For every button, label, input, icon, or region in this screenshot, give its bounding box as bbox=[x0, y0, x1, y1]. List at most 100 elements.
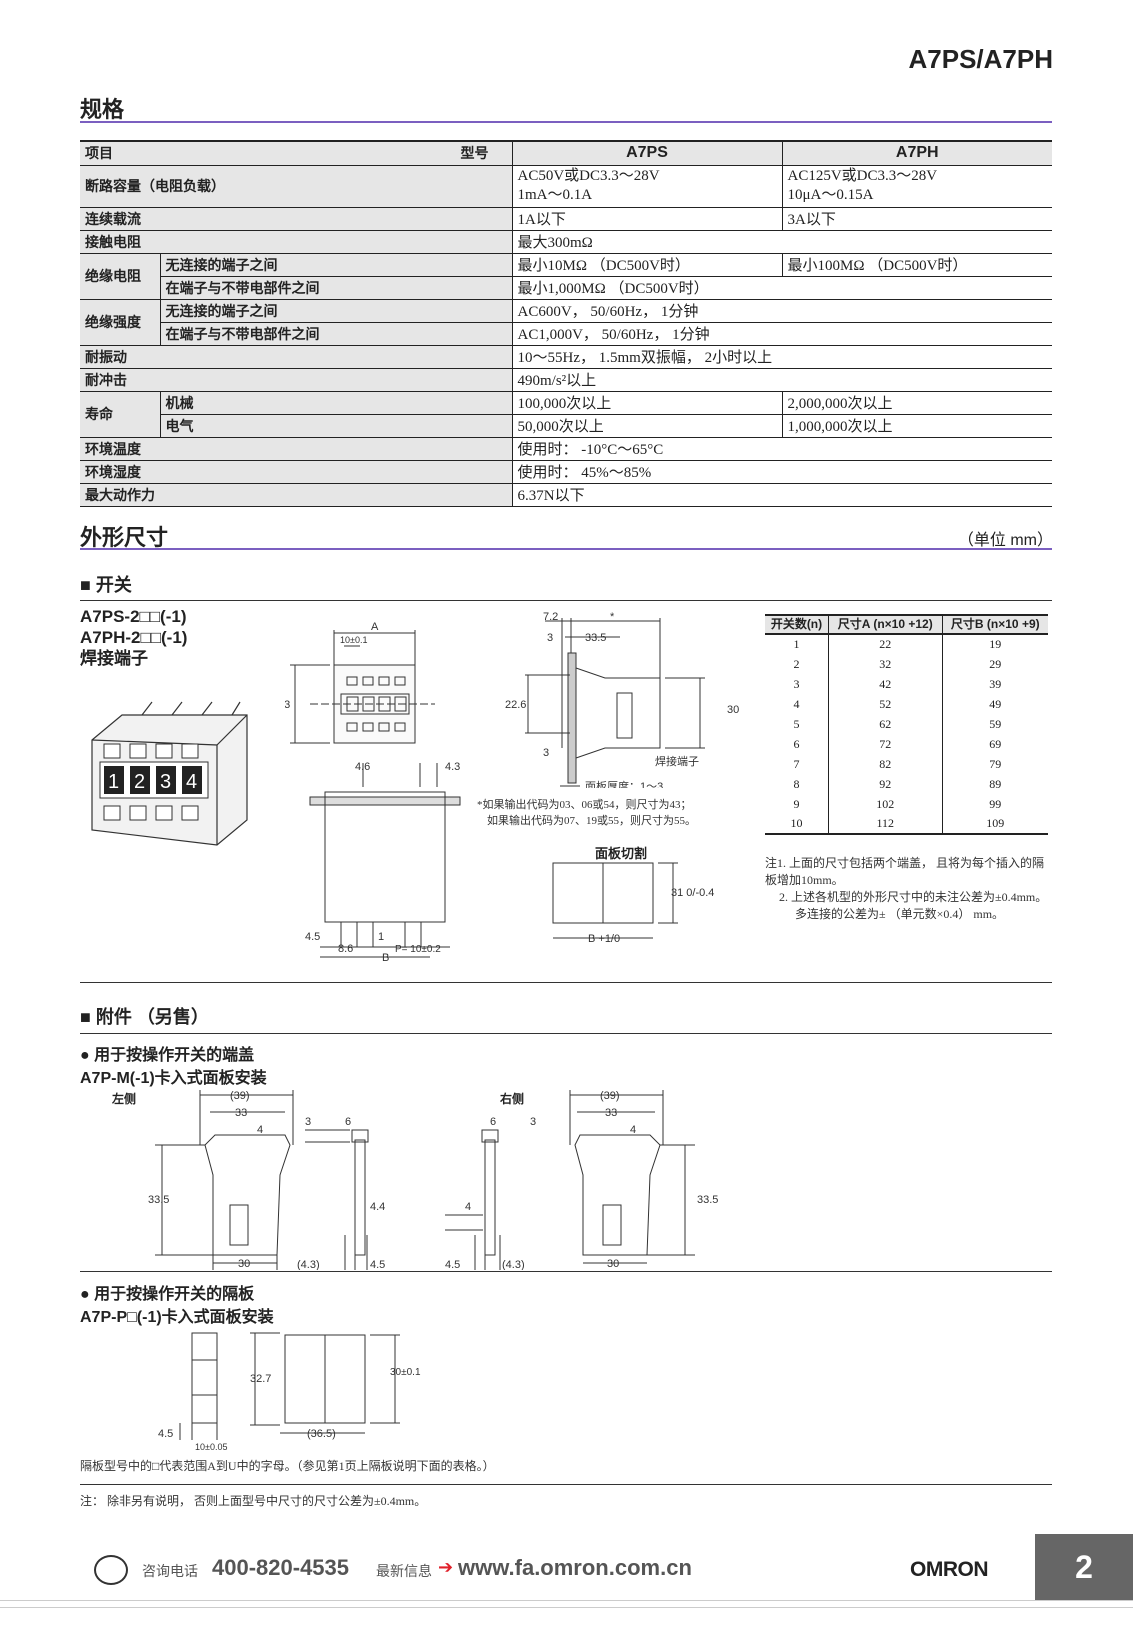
row-sublabel: 无连接的端子之间 bbox=[159, 253, 512, 277]
value: 1mA～0.1A bbox=[517, 187, 593, 203]
value: 1A以下 bbox=[511, 207, 782, 231]
dim-33-5r: 33.5 bbox=[697, 1194, 718, 1206]
col-a7ps: A7PS bbox=[511, 140, 782, 166]
dim-b: B bbox=[382, 952, 389, 962]
row-sublabel: 无连接的端子之间 bbox=[159, 299, 512, 323]
row-label: 接触电阻 bbox=[80, 230, 512, 254]
table-cell: 89 bbox=[941, 774, 1048, 794]
value: 最小1,000MΩ （DC500V时） bbox=[511, 276, 1052, 300]
value: 2,000,000次以上 bbox=[781, 391, 1052, 415]
dim-6r: 6 bbox=[490, 1116, 496, 1128]
divider bbox=[80, 1033, 1052, 1034]
table-cell: 49 bbox=[941, 694, 1048, 714]
row-sublabel: 机械 bbox=[159, 391, 512, 415]
table-cell: 39 bbox=[941, 674, 1048, 694]
value: 100,000次以上 bbox=[511, 391, 782, 415]
col-a7ph: A7PH bbox=[781, 140, 1052, 166]
value: AC125V或DC3.3～28V bbox=[787, 168, 938, 184]
value: 最大300mΩ bbox=[511, 230, 1052, 254]
footer-line bbox=[0, 1600, 1133, 1601]
table-cell: 92 bbox=[827, 774, 943, 794]
dim-31: 31 0/-0.4 bbox=[671, 887, 714, 899]
side-view-drawing: 7.2 * 3 33.5 22.6 3 30 焊接端子 面板厚度：1～3 bbox=[505, 611, 739, 788]
table-row: 绝缘电阻无连接的端子之间最小10MΩ （DC500V时）最小100MΩ （DC5… bbox=[80, 253, 1052, 300]
row-label: 绝缘强度 bbox=[80, 299, 160, 346]
dim-39r: (39) bbox=[600, 1090, 620, 1102]
dim-1: 1 bbox=[378, 931, 384, 943]
dim-4rr: 4 bbox=[630, 1124, 636, 1136]
dim-4-5: 4.5 bbox=[158, 1428, 173, 1440]
partition-title: 用于按操作开关的隔板 bbox=[94, 1286, 255, 1303]
table-cell: 3 bbox=[793, 676, 800, 691]
row-label: 环境湿度 bbox=[80, 460, 512, 484]
divider bbox=[80, 121, 1052, 123]
table-cell: 62 bbox=[827, 714, 943, 734]
endcap-heading: ● 用于按操作开关的端盖 bbox=[80, 1047, 255, 1064]
dim-30: 30±0.1 bbox=[390, 1367, 421, 1378]
specs-heading: 规格 bbox=[80, 97, 125, 122]
switch-illustration: 1 2 3 4 bbox=[91, 701, 248, 846]
table-cell: 6 bbox=[793, 736, 800, 751]
dim-39: (39) bbox=[230, 1090, 250, 1102]
endcap-drawings: (39) 33 4 33.5 30 3 6 4.4 (4.3) 4.5 6 3 … bbox=[148, 1090, 718, 1270]
dim-36-5: (36.5) bbox=[307, 1428, 336, 1440]
website-link[interactable]: www.fa.omron.com.cn bbox=[458, 1555, 692, 1580]
page-number: 2 bbox=[1035, 1534, 1133, 1601]
partition-drawings: 4.5 10±0.05 32.7 (36.5) 30±0.1 bbox=[158, 1332, 421, 1450]
front-view-drawing: A 10±0.1 33 bbox=[285, 621, 435, 744]
dim-4-3r: (4.3) bbox=[502, 1259, 525, 1270]
arrow-icon: ➔ bbox=[438, 1557, 454, 1577]
omron-logo: OMRON bbox=[910, 1558, 989, 1581]
cutout-title: 面板切割 bbox=[595, 846, 648, 861]
note-line: 如果输出代码为07、19或55，则尺寸为55。 bbox=[487, 815, 696, 827]
table-row: 环境湿度使用时： 45%～85% bbox=[80, 460, 1052, 484]
dim-star: * bbox=[610, 611, 615, 623]
panel-thickness: 面板厚度：1～3 bbox=[585, 779, 663, 788]
dim-3b: 3 bbox=[543, 747, 549, 759]
dim-33r: 33 bbox=[605, 1107, 617, 1119]
asterisk-note: *如果输出代码为03、06或54，则尺寸为43； 如果输出代码为07、19或55… bbox=[477, 797, 696, 829]
dim-7-2: 7.2 bbox=[543, 611, 558, 623]
divider bbox=[80, 982, 1052, 983]
dim-4-6: 4.6 bbox=[355, 761, 370, 773]
dim-b-cut: B +1/0 bbox=[588, 933, 620, 945]
row-label: 最大动作力 bbox=[80, 483, 512, 507]
dim-4-5r: 4.5 bbox=[445, 1259, 460, 1270]
value: 10μA～0.15A bbox=[787, 187, 874, 203]
info-label: 最新信息 bbox=[376, 1563, 432, 1579]
table-cell: 32 bbox=[827, 654, 943, 674]
model-a7ps: A7PS-2□□(-1) bbox=[80, 607, 187, 626]
table-cell: 79 bbox=[941, 754, 1048, 774]
dim-6: 6 bbox=[345, 1116, 351, 1128]
left-side-label: 左侧 bbox=[112, 1092, 137, 1106]
table-cell: 1 bbox=[793, 637, 800, 651]
dim-4: 4 bbox=[257, 1124, 263, 1136]
switch-heading: ■ 开关 bbox=[80, 575, 132, 595]
table-cell: 7 bbox=[793, 756, 800, 771]
endcap-model: A7P-M(-1)卡入式面板安装 bbox=[80, 1070, 267, 1087]
table-cell: 82 bbox=[827, 754, 943, 774]
digit: 2 bbox=[134, 771, 145, 793]
value: 使用时： 45%～85% bbox=[511, 460, 1052, 484]
row-label: 耐冲击 bbox=[80, 368, 512, 392]
table-cell: 59 bbox=[941, 714, 1048, 734]
table-cell: 2 bbox=[793, 656, 800, 671]
row-sublabel: 在端子与不带电部件之间 bbox=[159, 276, 512, 300]
right-side-label: 右侧 bbox=[500, 1092, 525, 1106]
value: 6.37N以下 bbox=[511, 483, 1052, 507]
row-label: 绝缘电阻 bbox=[80, 253, 160, 300]
value: 1,000,000次以上 bbox=[781, 414, 1052, 438]
table-cell: 4 bbox=[793, 696, 800, 711]
table-cell: 112 bbox=[827, 814, 943, 835]
